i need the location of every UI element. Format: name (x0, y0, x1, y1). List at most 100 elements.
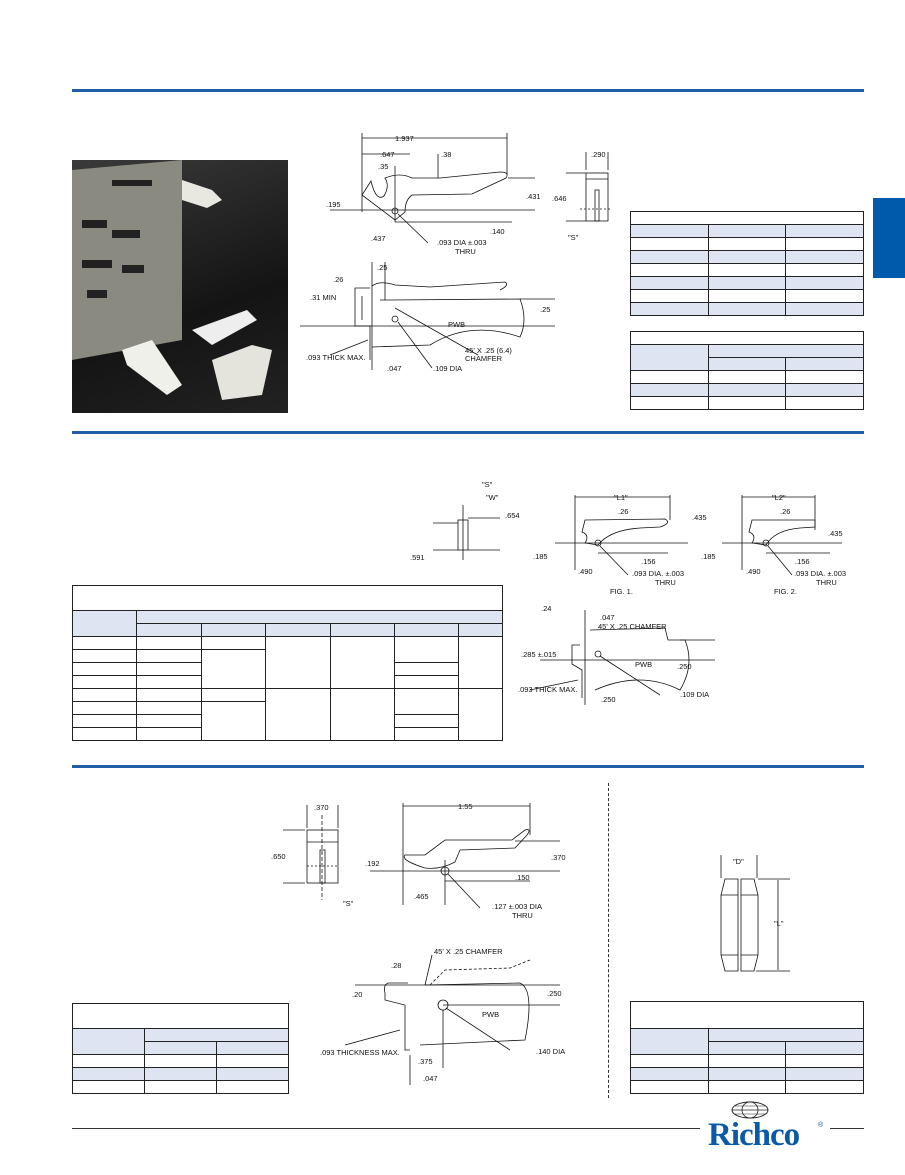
dim-label: .370 (314, 803, 329, 812)
dim-label: "L" (774, 919, 784, 928)
dim-label: .647 (380, 150, 395, 159)
dim-label: "L1" (614, 493, 628, 502)
section-divider-3 (72, 765, 864, 768)
globe-icon (731, 1101, 769, 1119)
dim-label: .093 THICK MAX. (518, 685, 577, 694)
table-row (630, 1054, 864, 1068)
dim-label: .047 (600, 613, 615, 622)
table-row (630, 1067, 864, 1081)
s1-mount-drawing (300, 262, 555, 370)
dim-label: .650 (271, 852, 286, 861)
table-row (630, 383, 864, 397)
dim-label: .185 (701, 552, 716, 561)
dim-label: .24 (541, 604, 551, 613)
table-row (72, 662, 503, 676)
section-divider-2 (72, 431, 864, 434)
spec-table-s3-left (72, 1003, 289, 1094)
s1-profile-drawing (330, 133, 535, 244)
dim-label: .654 (505, 511, 520, 520)
dim-label: .250 (547, 989, 562, 998)
s2-mount-drawing (529, 610, 715, 705)
dim-label: .31 MIN (310, 293, 336, 302)
spec-table-s1-b (630, 331, 865, 410)
dim-label: .285 ±.015 (521, 650, 556, 659)
table-row (72, 1067, 289, 1081)
spec-table-s2 (71, 585, 504, 741)
dim-label: .435 (692, 513, 707, 522)
table-row (72, 727, 503, 741)
table-title (630, 331, 864, 345)
dim-label: PWB (448, 320, 465, 329)
dim-label: 1.55 (458, 802, 473, 811)
table-header (135, 610, 504, 624)
table-row (72, 675, 503, 689)
dim-label: .093 THICK MAX. (306, 353, 365, 362)
table-row (630, 263, 864, 277)
table-header (72, 1028, 145, 1055)
dim-label: "S" (343, 899, 354, 908)
dim-label: .156 (795, 557, 810, 566)
dim-label: .646 (552, 194, 567, 203)
dim-label: .28 (391, 961, 401, 970)
dim-label: .047 (387, 364, 402, 373)
card-ejector-part (192, 310, 257, 345)
dim-label: .185 (533, 552, 548, 561)
card-ejector-part (122, 340, 182, 395)
table-row (630, 250, 864, 264)
table-row (630, 276, 864, 290)
dim-label: .047 (423, 1074, 438, 1083)
table-row (630, 396, 864, 410)
dim-label: .093 THICKNESS MAX. (320, 1048, 400, 1057)
table-title (72, 1003, 289, 1029)
table-title (630, 1001, 864, 1029)
footer-rule (72, 1128, 700, 1129)
s3-profile-drawing (370, 803, 560, 909)
s3-mount-drawing (344, 954, 560, 1085)
table-header (707, 1028, 865, 1042)
dim-label: .109 DIA (680, 690, 709, 699)
richco-logo: Richco ® (708, 1100, 828, 1152)
dim-label: .591 (410, 553, 425, 562)
s1-side-view (566, 152, 612, 222)
dim-label: .26 (333, 275, 343, 284)
table-row (72, 688, 504, 741)
dim-label: "S" (568, 233, 579, 242)
dim-label: .25 (377, 263, 387, 272)
footer-rule (830, 1128, 864, 1129)
dim-label: .250 (677, 662, 692, 671)
dim-label: .140 DIA (536, 1047, 565, 1056)
dim-label: .192 (365, 859, 380, 868)
s2-fig2-drawing (722, 495, 842, 576)
s2-end-view (433, 505, 500, 560)
figure-caption: FIG. 2. (774, 587, 797, 596)
photo-illustration (72, 160, 272, 400)
figure-caption: FIG. 1. (610, 587, 633, 596)
circuit-board (72, 160, 182, 360)
table-row (630, 289, 864, 303)
s2-fig1-drawing (555, 495, 688, 576)
dim-label: .140 (490, 227, 505, 236)
dim-label: "D" (733, 857, 744, 866)
chapter-tab (873, 198, 905, 278)
dim-label: .35 (378, 162, 388, 171)
column-divider (608, 783, 609, 1098)
table-header (72, 610, 137, 637)
dim-label: THRU (816, 578, 837, 587)
dim-label: "S" (482, 480, 493, 489)
dim-label: 45' X .25 CHAMFER (598, 622, 667, 631)
table-header (144, 1028, 289, 1042)
product-photo (72, 160, 288, 413)
table-header (707, 344, 865, 358)
dim-label: THRU (512, 911, 533, 920)
dim-label: .250 (601, 695, 616, 704)
registered-mark: ® (818, 1122, 824, 1129)
card-ejector-part (182, 180, 222, 208)
dim-label: PWB (635, 660, 652, 669)
dim-label: .38 (441, 150, 451, 159)
dim-label: "L2" (772, 493, 786, 502)
dim-label: 45' X .25 CHAMFER (434, 947, 503, 956)
dim-label: .093 DIA. ±.003 (794, 569, 846, 578)
dim-label: .093 DIA. ±.003 (632, 569, 684, 578)
dim-label: .375 (418, 1057, 433, 1066)
dim-label: "W" (486, 493, 499, 502)
